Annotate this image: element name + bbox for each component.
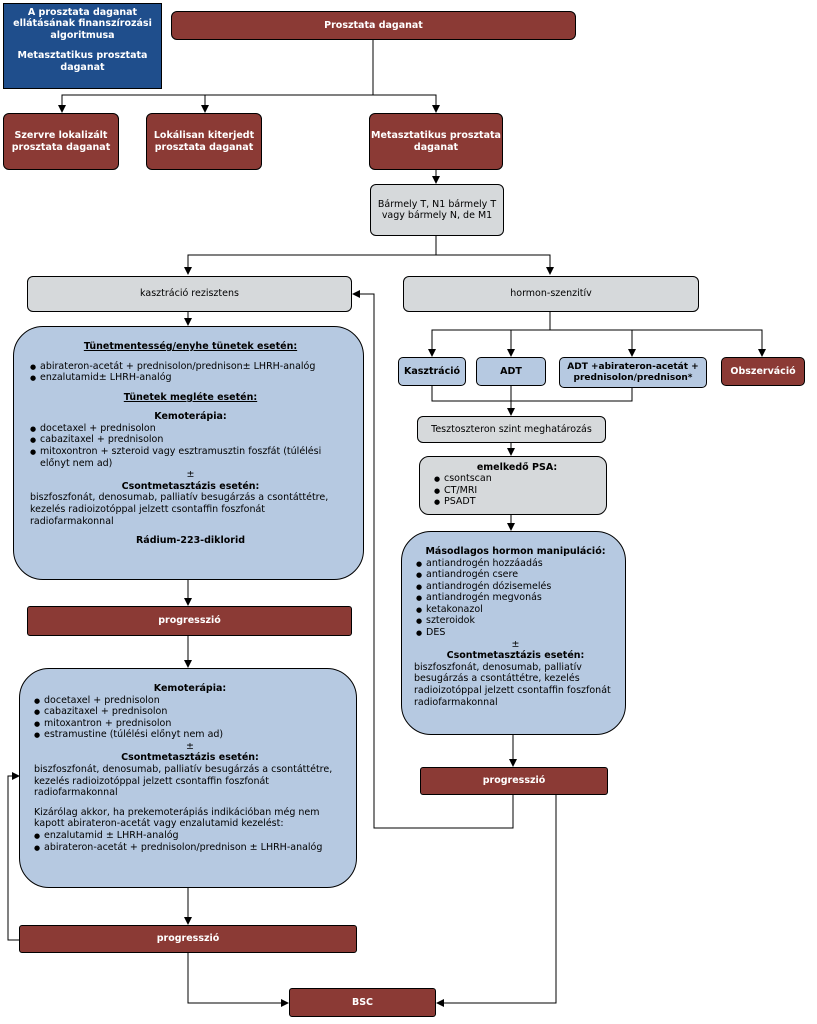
list-item: PSADT	[434, 496, 600, 508]
prechemo-note: Kizárólag akkor, ha prekemoterápiás indi…	[34, 806, 320, 830]
bone-metastasis-text: biszfoszfonát, denosumab, palliatív besu…	[30, 492, 329, 527]
list-item: docetaxel + prednisolon	[34, 695, 346, 707]
list-item: abirateron-acetát + prednisolon/predniso…	[34, 842, 346, 854]
plus-minus: ±	[511, 638, 520, 650]
chemotherapy-title: Kemoterápia:	[153, 683, 227, 694]
plus-minus: ±	[186, 469, 195, 481]
chemotherapy-title: Kemoterápia:	[154, 411, 227, 423]
list-item: docetaxel + prednisolon	[30, 423, 351, 435]
list-item: ketakonazol	[416, 604, 617, 616]
radium-text: Rádium-223-diklorid	[135, 535, 246, 547]
second-line-treatment-node: Kemoterápia: docetaxel + prednisolon cab…	[19, 668, 357, 888]
list-item: antiandrogén dózisemelés	[416, 581, 617, 593]
algorithm-title: A prosztata daganat ellátásának finanszí…	[13, 7, 152, 41]
list-item: DES	[416, 627, 617, 639]
locally-spread-node: Lokálisan kiterjedt prosztata daganat	[146, 113, 262, 170]
list-item: cabazitaxel + prednisolon	[34, 706, 346, 718]
bone-metastasis-text: biszfoszfonát, denosumab, palliatív besu…	[414, 661, 611, 708]
list-item: antiandrogén csere	[416, 569, 617, 581]
symptoms-title: Tünetek megléte esetén:	[123, 391, 258, 403]
bone-metastasis-title: Csontmetasztázis esetén:	[446, 650, 585, 662]
list-item: CT/MRI	[434, 485, 600, 497]
first-line-treatment-node: Tünetmentesség/enyhe tünetek esetén: abi…	[13, 326, 364, 580]
testosterone-node: Tesztoszteron szint meghatározás	[417, 416, 606, 443]
list-item: estramustine (túlélési előnyt nem ad)	[34, 729, 346, 741]
list-item: enzalutamid± LHRH-analóg	[30, 372, 351, 384]
secondary-hormone-node: Másodlagos hormon manipuláció: antiandro…	[401, 531, 626, 735]
observation-option: Obszerváció	[721, 357, 805, 386]
mild-symptoms-title: Tünetmentesség/enyhe tünetek esetén:	[83, 341, 298, 352]
castration-resistant-node: kasztráció rezisztens	[27, 276, 352, 312]
list-item: szteroidok	[416, 615, 617, 627]
list-item: antiandrogén megvonás	[416, 592, 617, 604]
list-item: enzalutamid ± LHRH-analóg	[34, 830, 346, 842]
list-item: mitoxantron + prednisolon	[34, 718, 346, 730]
adt-combo-option: ADT +abirateron-acetát + prednisolon/pre…	[559, 357, 707, 388]
plus-minus: ±	[186, 740, 194, 752]
list-item: cabazitaxel + prednisolon	[30, 434, 351, 446]
bone-metastasis-text: biszfoszfonát, denosumab, palliatív besu…	[34, 764, 333, 799]
prostate-cancer-node: Prosztata daganat	[171, 11, 576, 40]
castration-option: Kasztráció	[398, 357, 466, 386]
rising-psa-node: emelkedő PSA: csontscan CT/MRI PSADT	[419, 456, 607, 515]
list-item: csontscan	[434, 473, 600, 485]
hormone-sensitive-node: hormon-szenzitív	[403, 276, 699, 312]
tnm-node: Bármely T, N1 bármely T vagy bármely N, …	[370, 184, 504, 236]
metastatic-node: Metasztatikus prosztata daganat	[369, 113, 503, 170]
rising-psa-title: emelkedő PSA:	[476, 462, 558, 473]
algorithm-subtitle: Metasztatikus prosztata daganat	[17, 50, 148, 73]
progression-node-2: progresszió	[19, 925, 357, 953]
bsc-node: BSC	[289, 988, 436, 1017]
list-item: antiandrogén hozzáadás	[416, 558, 617, 570]
adt-option: ADT	[476, 357, 546, 386]
progression-node-3: progresszió	[420, 767, 608, 795]
list-item: abirateron-acetát + prednisolon/predniso…	[30, 361, 351, 373]
bone-metastasis-title: Csontmetasztázis esetén:	[121, 480, 260, 492]
algorithm-title-box: A prosztata daganat ellátásának finanszí…	[3, 3, 162, 89]
bone-metastasis-title: Csontmetasztázis esetén:	[121, 752, 259, 764]
secondary-title: Másodlagos hormon manipuláció:	[425, 546, 606, 557]
organ-localized-node: Szervre lokalizált prosztata daganat	[3, 113, 119, 170]
progression-node-1: progresszió	[27, 606, 352, 636]
list-item: mitoxontron + szteroid vagy esztramuszti…	[30, 446, 351, 469]
